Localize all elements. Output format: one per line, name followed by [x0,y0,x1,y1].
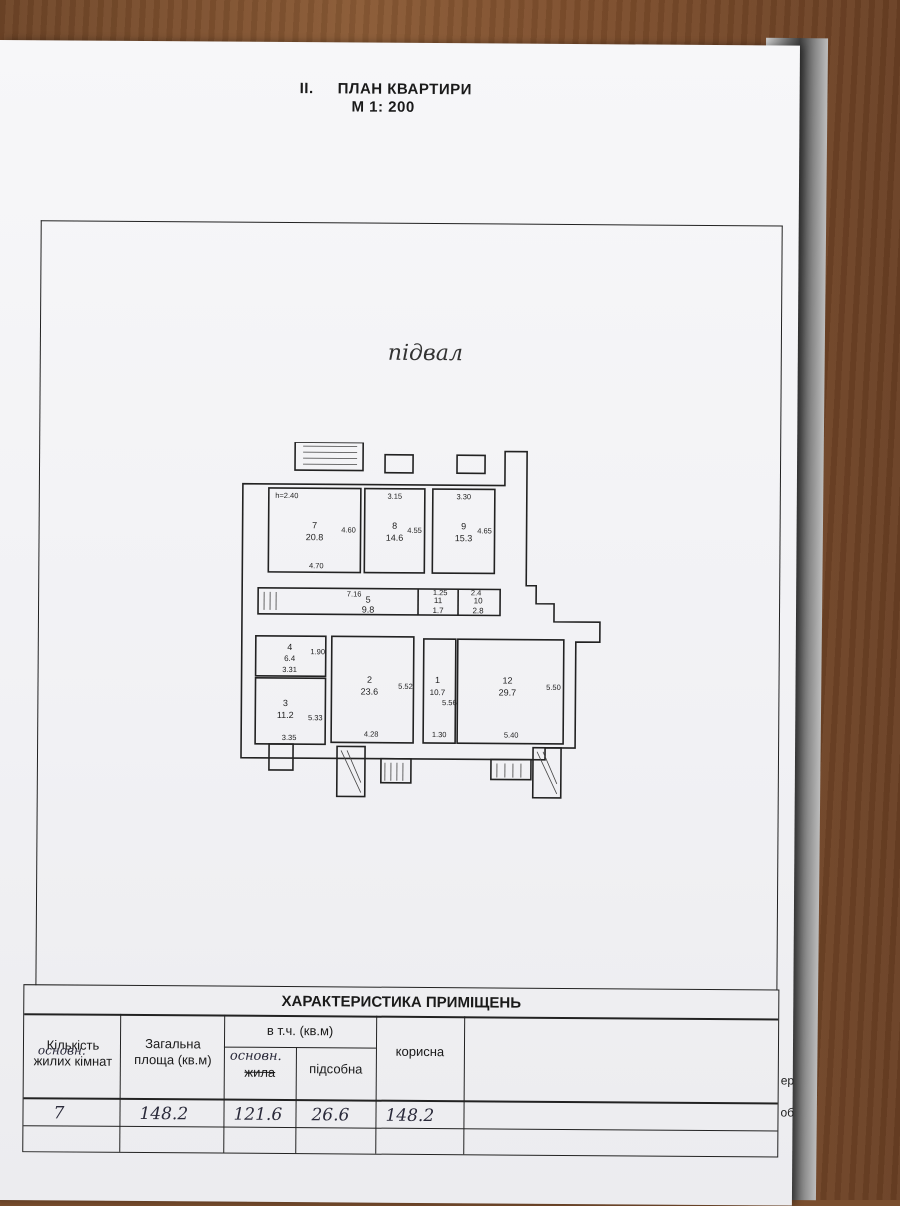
col-header-useful: корисна [376,1044,464,1061]
room-4-number: 4 [287,642,292,652]
plan-scale: М 1: 200 [351,98,414,115]
dim-550: 5.50 [546,683,561,692]
room-5-area: 9.8 [362,605,375,615]
dim-470: 4.70 [309,561,324,570]
room-5-number: 5 [366,595,371,605]
dim-455: 4.55 [407,526,422,535]
dim-533: 5.33 [308,713,323,722]
room-10-area: 2.8 [472,606,484,615]
edge-fragment-1: ер [781,1073,794,1087]
dim-552: 5.52 [398,682,413,691]
col-header-including: в т.ч. (кв.м) [224,1023,376,1040]
room-7-area: 20.8 [306,532,324,542]
room-11-number: 11 [434,596,443,605]
dim-125: 1.25 [433,588,448,597]
room-12-number: 12 [502,676,512,686]
dim-24: 2.4 [471,588,482,597]
dim-190: 1.90 [310,647,325,656]
room-9-number: 9 [461,521,466,531]
col-header-aux: підсобна [296,1061,376,1078]
room-7-number: 7 [312,520,317,530]
col-header-total: Загальна площа (кв.м) [124,1036,222,1069]
room-characteristics-table: ХАРАКТЕРИСТИКА ПРИМІЩЕНЬ Кількість жилих… [22,984,779,1157]
room-2-number: 2 [367,675,372,685]
dim-height: h=2.40 [275,491,298,500]
value-total-area: 148.2 [139,1104,188,1124]
col-header-main-handwritten: основн. [230,1049,282,1064]
section-number: II. [300,80,314,97]
dim-330: 3.30 [456,492,471,501]
document-title: ПЛАН КВАРТИРИ [338,80,472,98]
edge-fragment-2: об [780,1105,794,1119]
col-header-main: жила [224,1065,296,1082]
dim-540: 5.40 [504,731,519,740]
value-main-area: 121.6 [233,1105,282,1125]
floor-plan-drawing: 7 20.8 8 14.6 9 15.3 5 9.8 11 1.7 10 2.8… [235,442,618,805]
value-useful-area: 148.2 [385,1106,434,1126]
dim-315: 3.15 [387,492,402,501]
document-page: II. ПЛАН КВАРТИРИ М 1: 200 підвал [0,40,800,1206]
dim-130: 1.30 [432,730,447,739]
dim-428: 4.28 [364,730,379,739]
value-rooms: 7 [53,1103,64,1123]
dim-335: 3.35 [282,733,297,742]
room-3-number: 3 [283,698,288,708]
table-title: ХАРАКТЕРИСТИКА ПРИМІЩЕНЬ [24,991,778,1013]
dim-716: 7.16 [347,589,362,598]
room-8-number: 8 [392,521,397,531]
dim-465: 4.65 [477,526,492,535]
room-3-area: 11.2 [277,710,294,720]
room-9-area: 15.3 [455,533,473,543]
col-header-rooms-handwritten: основн. [38,1043,86,1057]
room-8-area: 14.6 [386,533,404,543]
room-11-area: 1.7 [432,606,444,615]
room-2-area: 23.6 [361,687,379,697]
value-aux-area: 26.6 [311,1105,349,1125]
room-4-area: 6.4 [284,654,296,663]
dim-331: 3.31 [282,665,297,674]
room-12-area: 29.7 [499,687,517,697]
dim-556: 5.56 [442,698,457,707]
room-1-area: 10.7 [430,688,446,697]
handwritten-basement-label: підвал [388,341,463,367]
dim-460: 4.60 [341,525,356,534]
room-10-number: 10 [474,596,484,605]
room-1-number: 1 [435,675,440,685]
